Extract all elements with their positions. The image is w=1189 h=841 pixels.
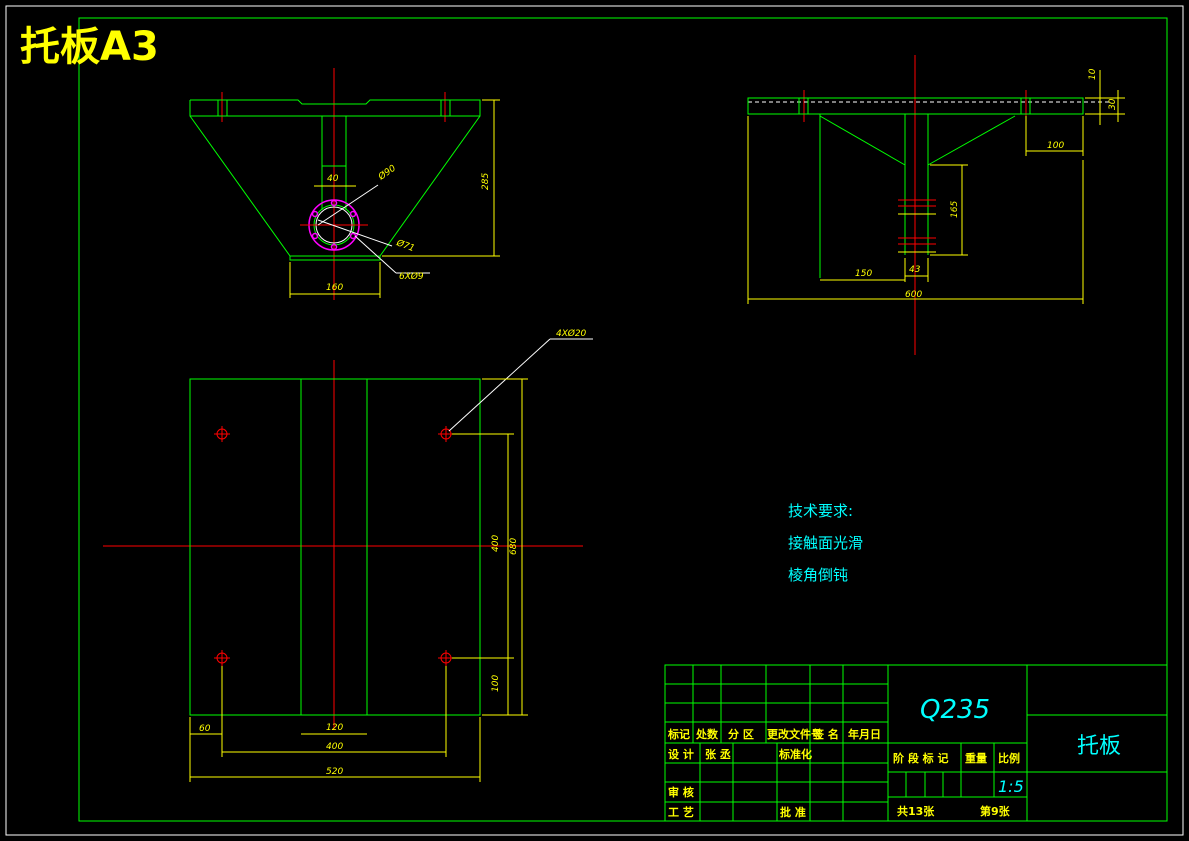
dim-side-30: 30 (1108, 98, 1118, 110)
tech-note-line: 接触面光滑 (788, 534, 863, 552)
sheet-number: 第9张 (980, 804, 1011, 818)
scale-label: 比例 (998, 751, 1020, 765)
header-date: 年月日 (848, 727, 881, 741)
dim-side-43: 43 (909, 265, 921, 275)
dim-plan-680: 680 (509, 538, 519, 555)
dim-side-100: 100 (1047, 141, 1064, 151)
title-block (664, 664, 1168, 822)
header-mark: 标记 (667, 727, 690, 741)
dim-top-d71: Ø71 (394, 237, 416, 254)
side-view (747, 55, 1125, 355)
dim-top-holes: 6XØ9 (399, 271, 424, 282)
dim-side-600: 600 (905, 290, 922, 300)
sheet-inner-border (78, 17, 1168, 822)
header-signature: 签 名 (812, 727, 839, 741)
tech-notes-heading: 技术要求: (788, 502, 853, 520)
total-sheets: 共13张 (897, 804, 935, 818)
plan-view (103, 338, 593, 782)
approve-label: 批 准 (780, 805, 806, 819)
header-change-doc: 更改文件号 (767, 727, 822, 741)
tech-note-line: 棱角倒钝 (788, 566, 848, 584)
designer-name: 张 丞 (705, 747, 731, 761)
dim-plan-120: 120 (326, 723, 343, 733)
material-label: Q235 (920, 695, 990, 725)
dim-top-285: 285 (481, 173, 491, 190)
design-label: 设 计 (668, 747, 694, 761)
dim-top-40: 40 (327, 174, 339, 184)
weight-label: 重量 (965, 751, 987, 765)
sheet-outer-border (5, 5, 1184, 836)
sheet-title: 托板A3 (20, 24, 159, 70)
dim-side-10: 10 (1088, 68, 1098, 80)
dim-plan-400v: 400 (491, 535, 501, 552)
part-name: 托板 (1077, 734, 1121, 759)
dim-plan-100: 100 (491, 675, 501, 692)
dim-top-160: 160 (326, 283, 343, 293)
dim-top-d90: Ø90 (376, 163, 399, 183)
header-zone: 分 区 (728, 727, 754, 741)
top-view (189, 68, 500, 300)
review-label: 审 核 (668, 785, 694, 799)
dim-plan-400h: 400 (326, 742, 343, 752)
dim-plan-60: 60 (199, 724, 211, 734)
standard-label: 标准化 (778, 747, 812, 761)
scale-value: 1:5 (998, 777, 1024, 796)
dim-plan-520: 520 (326, 767, 343, 777)
dim-side-150: 150 (855, 269, 872, 279)
stage-label: 阶 段 标 记 (893, 751, 949, 765)
header-count: 处数 (695, 727, 719, 741)
dim-side-165: 165 (950, 201, 960, 218)
dim-plan-holes: 4XØ20 (556, 328, 587, 339)
process-label: 工 艺 (668, 805, 694, 819)
